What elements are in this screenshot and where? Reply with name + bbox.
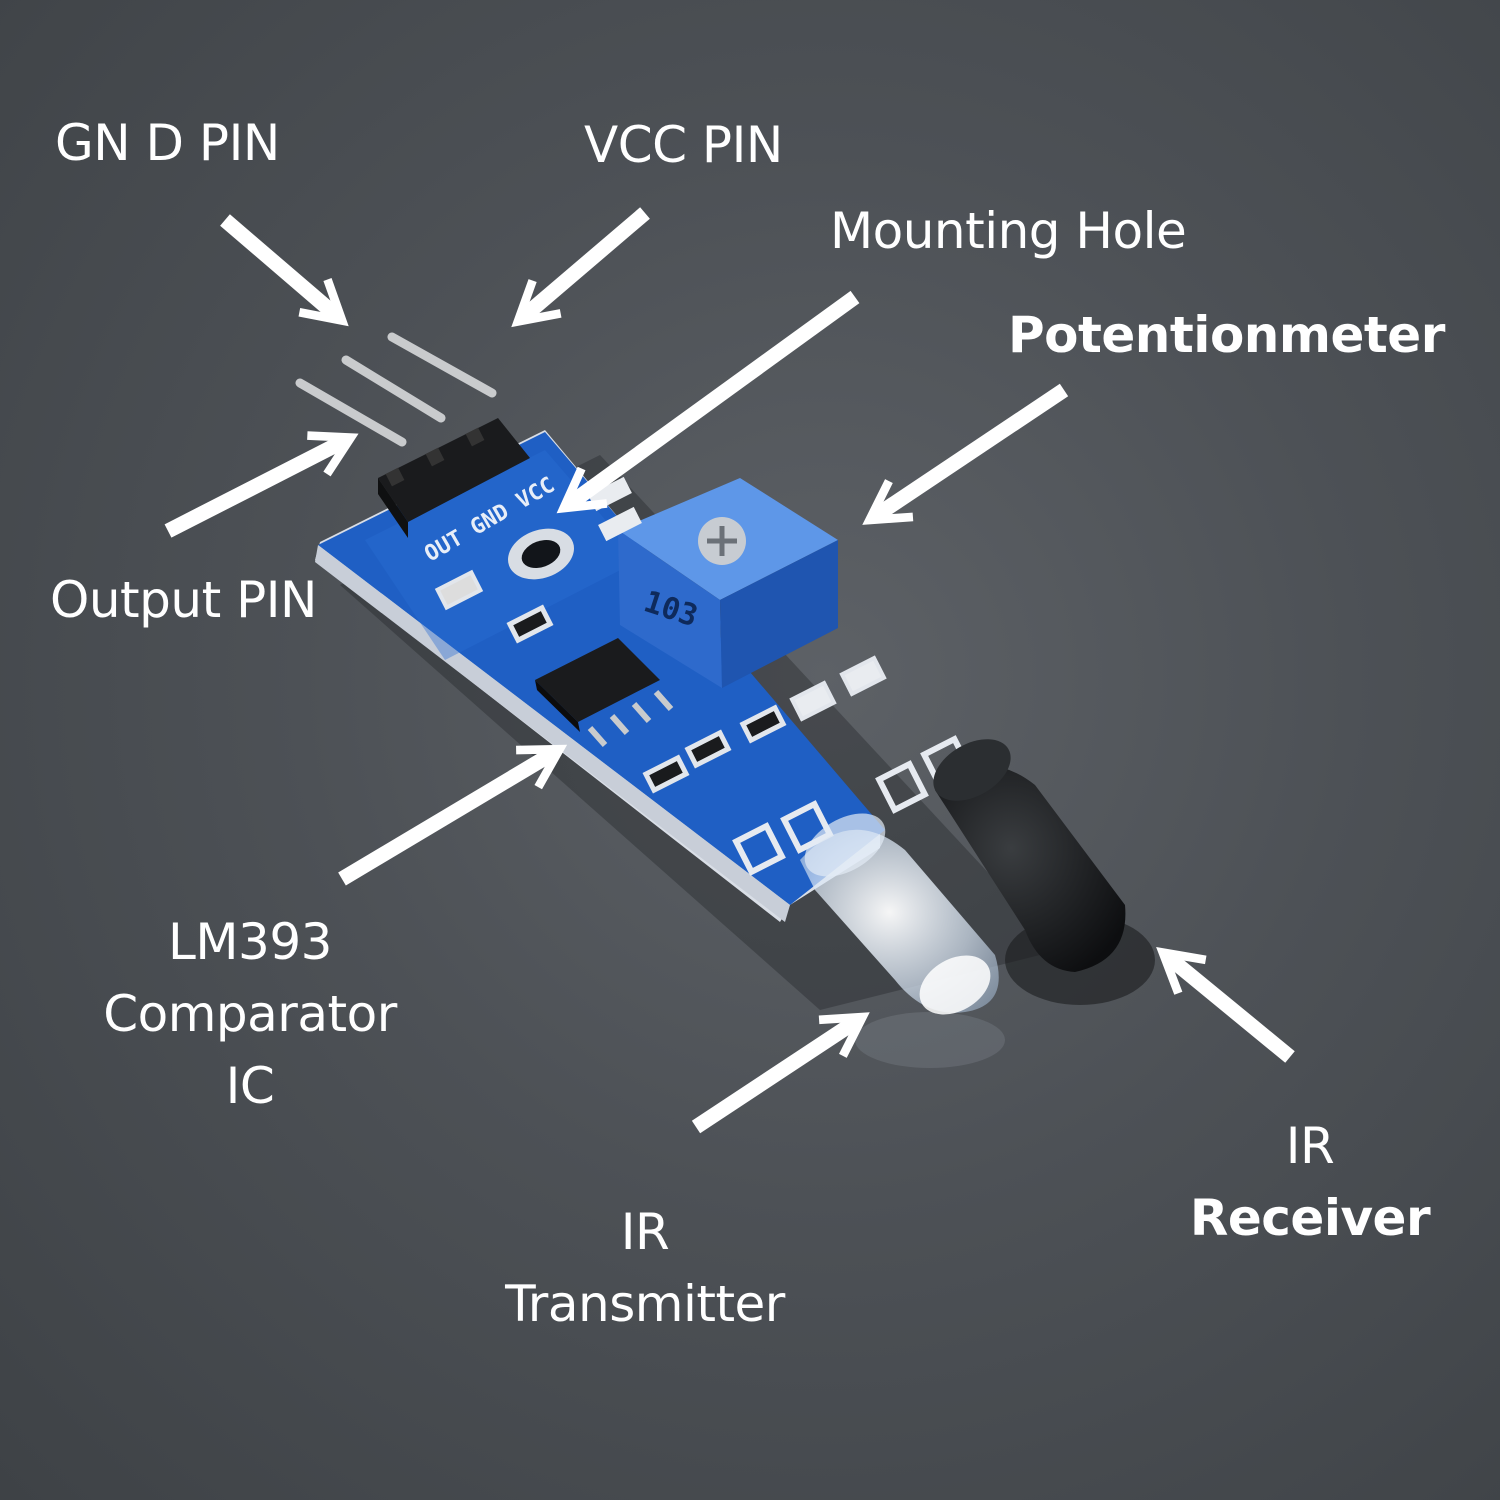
- ir-receiver-component: [933, 739, 1155, 1005]
- pin-header: [378, 418, 530, 538]
- label-output-pin: Output PIN: [50, 571, 317, 629]
- label-mounting-hole: Mounting Hole: [830, 202, 1187, 260]
- label-comparator-line-2: Comparator: [103, 985, 397, 1043]
- arrow-potentiometer: [862, 383, 1069, 525]
- label-comparator-line-1: LM393: [168, 913, 332, 971]
- arrow-output-pin: [164, 431, 359, 538]
- arrow-mounting-hole: [556, 290, 860, 514]
- potentiometer-component: 103: [618, 478, 838, 688]
- callout-arrows: [164, 207, 1295, 1134]
- arrow-ir-transmitter: [691, 1012, 870, 1134]
- label-ir-receiver-line-1: IR: [1285, 1117, 1335, 1175]
- label-gnd-pin: GN D PIN: [55, 114, 280, 172]
- comparator-chip: [535, 638, 674, 747]
- mounting-hole: [508, 528, 574, 580]
- label-ir-receiver: IR Receiver: [1150, 1110, 1470, 1254]
- label-comparator-ic: LM393 Comparator IC: [40, 906, 460, 1122]
- label-comparator-line-3: IC: [225, 1057, 275, 1115]
- label-vcc-pin: VCC PIN: [584, 116, 783, 174]
- header-pins: [295, 332, 497, 447]
- label-ir-transmitter: IR Transmitter: [440, 1196, 850, 1340]
- arrow-ir-receiver: [1156, 947, 1295, 1063]
- arrow-gnd-pin: [220, 214, 349, 327]
- arrow-comparator: [338, 744, 568, 886]
- label-ir-receiver-line-2: Receiver: [1189, 1189, 1431, 1247]
- label-ir-transmitter-line-2: Transmitter: [505, 1275, 785, 1333]
- label-potentiometer: Potentionmeter: [1008, 306, 1445, 364]
- arrow-vcc-pin: [511, 207, 650, 328]
- label-ir-transmitter-line-1: IR: [620, 1203, 670, 1261]
- ir-transmitter-component: [800, 813, 1005, 1068]
- smd-components: [434, 476, 887, 794]
